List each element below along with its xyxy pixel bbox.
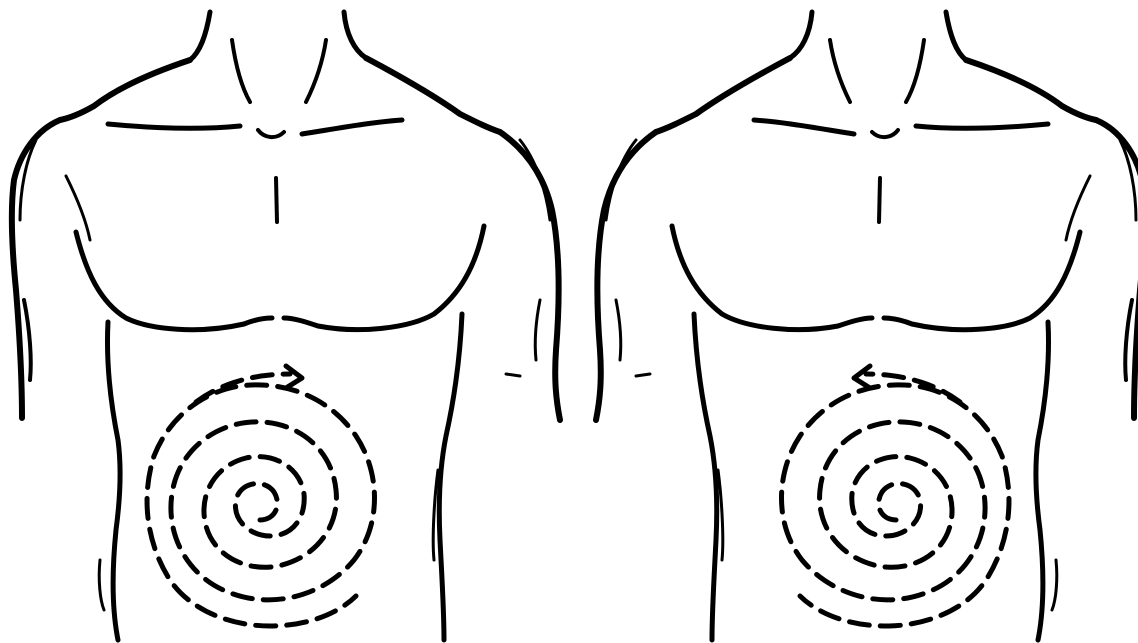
spiral-path-right [782, 385, 1009, 626]
arrow-head-left-icon [854, 366, 870, 388]
spiral-path-left [147, 385, 374, 626]
torso-outline-left [12, 12, 560, 640]
arrow-head-right-icon [286, 366, 302, 388]
torso-left [12, 12, 560, 640]
torso-outline-right [596, 12, 1138, 640]
torso-right [596, 12, 1138, 640]
stray-mark-right [636, 374, 650, 376]
stray-mark-left [506, 374, 520, 376]
